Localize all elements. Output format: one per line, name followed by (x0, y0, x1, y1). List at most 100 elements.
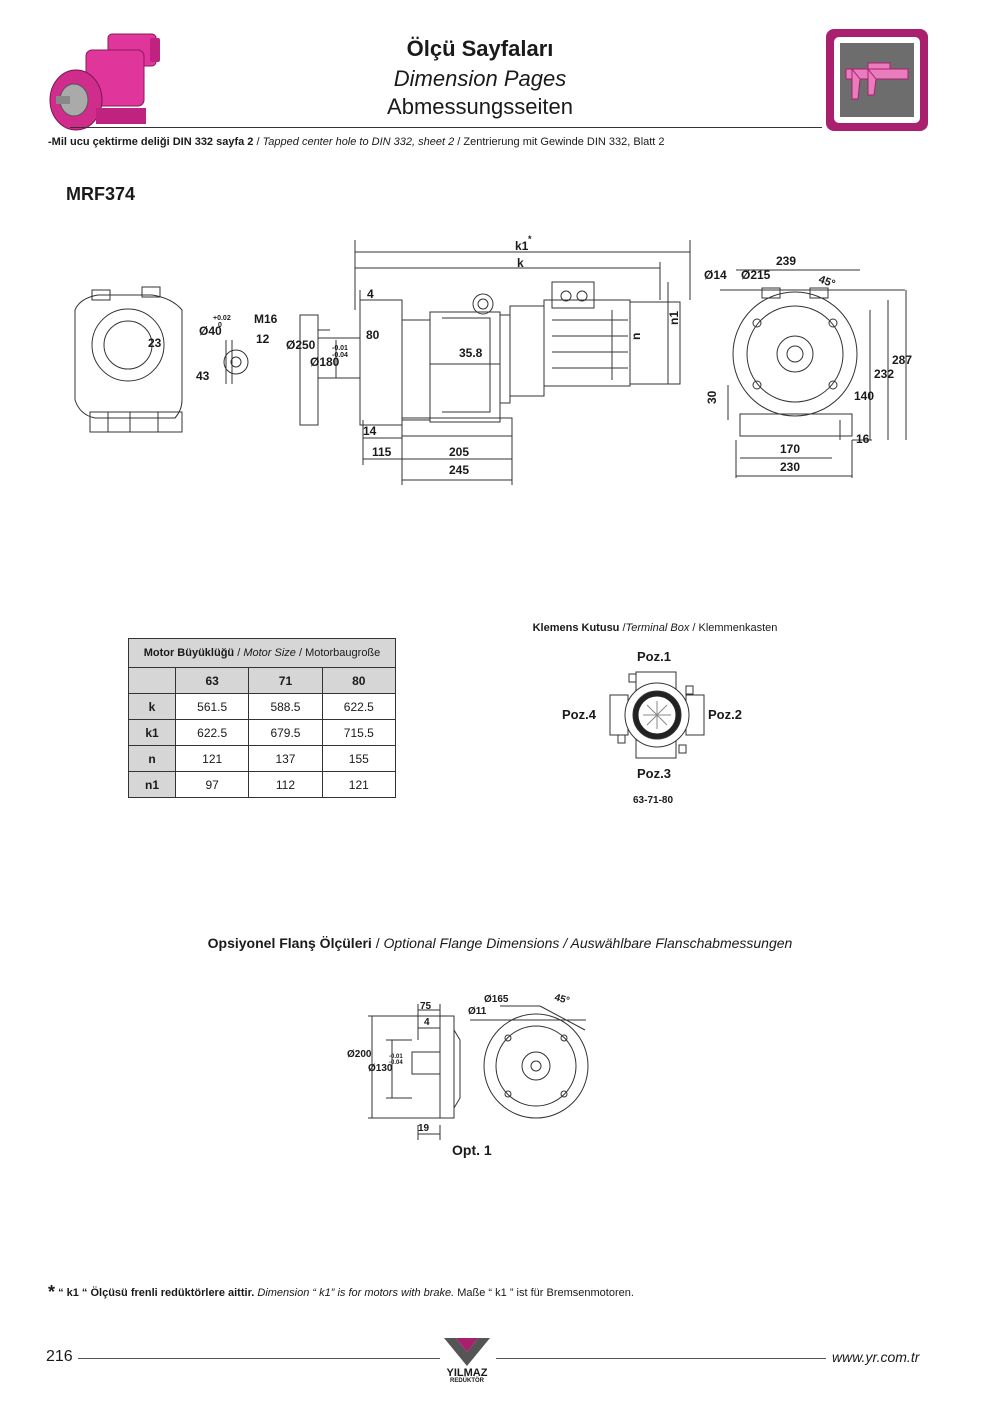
dim-4: 4 (367, 287, 374, 301)
dim-tol-lower: -0.04 (332, 352, 348, 359)
dim-170: 170 (780, 442, 800, 456)
dim-angle45: 45° (817, 274, 837, 291)
page-number: 216 (46, 1348, 73, 1365)
subtitle-sep2: / (454, 136, 464, 148)
subtitle-de: Zentrierung mit Gewinde DIN 332, Blatt 2 (463, 136, 665, 148)
flange-tol-upper: -0.01 (389, 1054, 403, 1060)
table-cell: 588.5 (248, 693, 323, 720)
table-header-row: 63 71 80 (128, 667, 397, 694)
dim-pcd215: Ø215 (741, 268, 771, 282)
table-cell: 622.5 (321, 693, 397, 720)
table-title-sep2: / (295, 647, 306, 659)
dim-232: 232 (874, 367, 894, 381)
dim-k: k (517, 256, 524, 270)
table-title-tr: Motor Büyüklüğü (143, 647, 235, 659)
dim-16: 16 (856, 432, 870, 446)
terminal-pos2: Poz.2 (708, 707, 742, 722)
subtitle-sep1: / (253, 136, 263, 148)
flange-title-tr: Opsiyonel Flanş Ölçüleri (207, 935, 372, 951)
flange-title: Opsiyonel Flanş Ölçüleri / Optional Flan… (100, 935, 900, 951)
row-header: n1 (128, 771, 176, 798)
row-header: k1 (128, 719, 176, 746)
table-title-de: Motorbaugroße (305, 647, 381, 659)
terminal-box-sep2: / (689, 622, 699, 634)
footnote-de: Maße “ k1 ” ist für Bremsenmotoren. (454, 1287, 634, 1299)
table-row: k 561.5 588.5 622.5 (128, 693, 397, 720)
dim-205: 205 (449, 445, 469, 459)
header-rule (70, 127, 822, 128)
dim-14: 14 (363, 424, 377, 438)
dim-tol-upper: -0.01 (332, 345, 348, 352)
column-header: 63 (174, 667, 250, 694)
dim-n1: n1 (667, 311, 681, 325)
flange-dim-4: 4 (424, 1017, 430, 1028)
table-cell: 155 (321, 745, 397, 772)
terminal-box-title-tr: Klemens Kutusu (532, 622, 620, 634)
main-dimension-drawing: k1 * k 4 80 Ø250 Ø180 -0.01 -0.04 35.8 n… (74, 234, 912, 485)
table-row: n1 97 112 121 (128, 771, 397, 798)
dim-230: 230 (780, 460, 800, 474)
dim-d40: Ø40 (199, 324, 222, 338)
dim-m16: M16 (254, 312, 278, 326)
dim-23: 23 (148, 336, 162, 350)
table-cell: 715.5 (321, 719, 397, 746)
flange-dim-200: Ø200 (347, 1049, 372, 1060)
dim-250: Ø250 (286, 338, 316, 352)
table-cell: 112 (248, 771, 323, 798)
dim-35-8: 35.8 (459, 346, 483, 360)
terminal-pos1: Poz.1 (637, 649, 671, 664)
footer-rule-right (496, 1358, 826, 1359)
footnote: * “ k1 “ Ölçüsü frenli redüktörlere aitt… (48, 1282, 634, 1303)
dim-245: 245 (449, 463, 469, 477)
table-cell: 137 (248, 745, 323, 772)
dim-180: Ø180 (310, 355, 340, 369)
table-title-row: Motor Büyüklüğü / Motor Size / Motorbaug… (128, 638, 396, 668)
flange-dim-19: 19 (418, 1123, 430, 1134)
column-header: 71 (248, 667, 323, 694)
flange-option-label: Opt. 1 (452, 1142, 492, 1158)
footer-rule-left (78, 1358, 440, 1359)
table-row: n 121 137 155 (128, 745, 397, 772)
footnote-en: Dimension “ k1” is for motors with brake… (254, 1287, 455, 1299)
terminal-box-title: Klemens Kutusu /Terminal Box / Klemmenka… (480, 622, 830, 634)
flange-tol-lower: -0.04 (389, 1060, 403, 1066)
table-corner (128, 667, 176, 694)
table-cell: 97 (174, 771, 250, 798)
dim-115: 115 (372, 445, 392, 459)
footnote-star: * (48, 1282, 56, 1302)
flange-dim-angle45: 45° (553, 992, 570, 1007)
dim-d40-tol-lower: 0 (218, 322, 222, 329)
table-cell: 121 (174, 745, 250, 772)
logo-text: YILMAZ (446, 1367, 488, 1379)
dim-d40-tol-upper: +0.02 (213, 315, 231, 322)
product-photo (49, 33, 160, 131)
dim-43: 43 (196, 369, 210, 383)
dim-140: 140 (854, 389, 874, 403)
row-header: n (128, 745, 176, 772)
table-cell: 622.5 (174, 719, 250, 746)
terminal-box-sep1: / (619, 622, 626, 634)
caliper-icon (826, 29, 928, 131)
dim-30: 30 (705, 390, 719, 404)
flange-dim-hole11: Ø11 (468, 1006, 487, 1017)
dim-80: 80 (366, 328, 380, 342)
table-title: Motor Büyüklüğü / Motor Size / Motorbaug… (128, 638, 396, 668)
column-header: 80 (321, 667, 397, 694)
subtitle-en: Tapped center hole to DIN 332, sheet 2 (262, 136, 455, 148)
table-title-sep1: / (234, 647, 244, 659)
company-logo (444, 1338, 490, 1366)
subtitle-tr: -Mil ucu çektirme deliği DIN 332 sayfa 2 (48, 136, 254, 148)
dim-239: 239 (776, 254, 796, 268)
flange-dim-75: 75 (420, 1001, 432, 1012)
table-row: k1 622.5 679.5 715.5 (128, 719, 397, 746)
page-title-de: Abmessungsseiten (387, 94, 573, 119)
table-title-en: Motor Size (243, 647, 296, 659)
row-header: k (128, 693, 176, 720)
terminal-pos4: Poz.4 (562, 707, 597, 722)
website-link[interactable]: www.yr.com.tr (832, 1349, 920, 1365)
subtitle: -Mil ucu çektirme deliği DIN 332 sayfa 2… (48, 136, 665, 148)
terminal-pos3: Poz.3 (637, 766, 671, 781)
model-name: MRF374 (66, 184, 136, 204)
table-cell: 561.5 (174, 693, 250, 720)
flange-drawing: 75 4 Ø200 Ø130 -0.01 -0.04 19 Ø165 Ø11 4… (347, 992, 589, 1158)
